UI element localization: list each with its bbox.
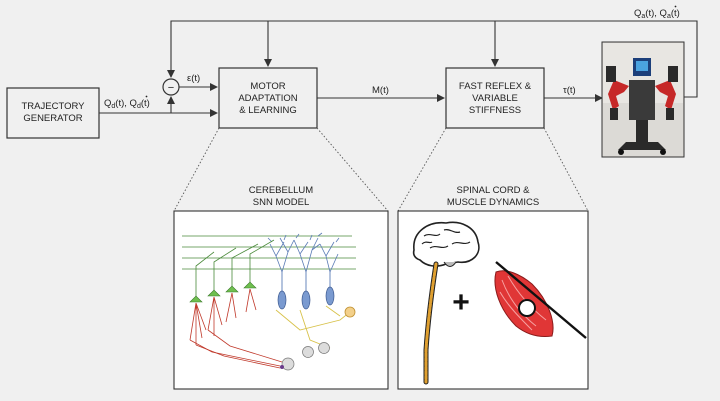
- reflex-label-3: STIFFNESS: [469, 105, 521, 116]
- trajectory-label-1: TRAJECTORY: [22, 101, 86, 112]
- brain-icon: [412, 221, 480, 267]
- svg-text:Qa(t), Qa(t): Qa(t), Qa(t): [634, 8, 680, 20]
- minus-sign: −: [168, 82, 174, 94]
- granule-fibers: [195, 239, 275, 300]
- purkinje-axons: [281, 272, 331, 291]
- signal-lines: [99, 20, 698, 117]
- actual-state-label: Qa(t), Qa(t): [634, 5, 680, 20]
- spinal-cord-icon: [424, 262, 438, 384]
- purkinje-cells: [277, 286, 335, 310]
- spinal-panel: +: [397, 210, 589, 390]
- purkinje-dendrites: [267, 232, 340, 273]
- summing-junction: −: [162, 78, 180, 96]
- reflex-label-2: VARIABLE: [472, 93, 518, 104]
- motor-command-label: M(t): [372, 85, 389, 96]
- granule-cells: [189, 281, 257, 303]
- output-node: [280, 365, 284, 369]
- plus-sign: +: [452, 286, 470, 319]
- parallel-fibers: [182, 235, 356, 270]
- cerebellum-title-2: SNN MODEL: [253, 197, 309, 208]
- limb-bone: [495, 261, 587, 339]
- motor-label-3: & LEARNING: [239, 105, 297, 116]
- inferior-olive-cell: [344, 306, 356, 318]
- spinal-title-2: MUSCLE DYNAMICS: [447, 197, 539, 208]
- trajectory-label-2: GENERATOR: [23, 113, 82, 124]
- cerebellum-panel: [173, 210, 389, 390]
- motor-label-1: MOTOR: [250, 81, 285, 92]
- feedback-line: [167, 20, 698, 98]
- cerebellum-title-1: CEREBELLUM: [249, 185, 313, 196]
- zoom-lines: [173, 127, 589, 212]
- deep-nuclei: [281, 342, 330, 371]
- trajectory-generator-block: TRAJECTORY GENERATOR: [6, 87, 100, 139]
- motor-label-2: ADAPTATION: [238, 93, 297, 104]
- mossy-fibers: [189, 288, 283, 369]
- muscle-icon: [494, 261, 587, 339]
- motor-adaptation-block: MOTOR ADAPTATION & LEARNING: [218, 67, 318, 129]
- fast-reflex-block: FAST REFLEX & VARIABLE STIFFNESS: [445, 67, 545, 129]
- torque-label: τ(t): [563, 85, 576, 96]
- reflex-label-1: FAST REFLEX &: [459, 81, 532, 92]
- joint-icon: [518, 299, 536, 317]
- svg-text:Qd(t), Qd(t): Qd(t), Qd(t): [104, 98, 150, 110]
- robot-photo: [601, 41, 685, 158]
- spinal-title-1: SPINAL CORD &: [456, 185, 530, 196]
- error-label: ε(t): [187, 73, 200, 84]
- desired-state-label: Qd(t), Qd(t): [104, 95, 150, 110]
